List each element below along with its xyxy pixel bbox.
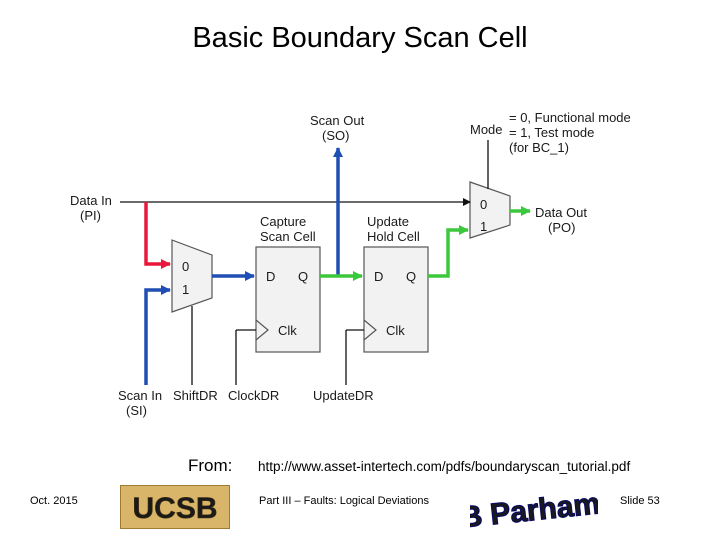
data-in-sublabel: (PI): [80, 208, 101, 223]
capture-flipflop: [255, 246, 321, 353]
update-flipflop: [363, 246, 429, 353]
updatedr-label: UpdateDR: [313, 388, 374, 403]
ucsb-logo: UCSB: [120, 485, 230, 529]
update-clk: Clk: [386, 323, 405, 338]
footer-date: Oct. 2015: [30, 495, 78, 507]
clockdr-label: ClockDR: [228, 388, 279, 403]
capture-q: Q: [298, 269, 308, 284]
scan-in-sublabel: (SI): [126, 403, 147, 418]
data-in-red-path: [144, 202, 171, 269]
scan-in-blue-path: [144, 285, 171, 385]
scan-out-label: Scan Out: [310, 113, 365, 128]
input-mux-1: 1: [182, 282, 189, 297]
svg-text:UCSB: UCSB: [132, 492, 217, 525]
output-mux: [469, 181, 511, 239]
input-mux-0: 0: [182, 259, 189, 274]
data-out-sublabel: (PO): [548, 220, 575, 235]
output-mux-1: 1: [480, 219, 487, 234]
mode-label: Mode: [470, 122, 503, 137]
control-wires: [120, 140, 489, 385]
source-url-link[interactable]: http://www.asset-intertech.com/pdfs/boun…: [258, 459, 631, 474]
data-out-label: Data Out: [535, 205, 587, 220]
update-cell-label: Update: [367, 214, 409, 229]
data-in-label: Data In: [70, 193, 112, 208]
source-label: From:: [188, 456, 233, 475]
footer-part-title: Part III – Faults: Logical Deviations: [259, 495, 429, 507]
mode-note-0: = 0, Functional mode: [509, 110, 631, 125]
capture-clock-triangle: [255, 319, 269, 341]
update-cell-sublabel: Hold Cell: [367, 229, 420, 244]
author-logo: B Parhami: [470, 486, 598, 532]
shiftdr-label: ShiftDR: [173, 388, 218, 403]
capture-cell-label: Capture: [260, 214, 306, 229]
mode-note-1: = 1, Test mode: [509, 125, 594, 140]
input-mux: [171, 239, 213, 313]
slide-title: Basic Boundary Scan Cell: [192, 22, 528, 54]
update-d: D: [374, 269, 383, 284]
scan-out-sublabel: (SO): [322, 128, 349, 143]
update-to-mux-green-path: [428, 225, 469, 278]
update-clock-triangle: [363, 319, 377, 341]
scan-in-label: Scan In: [118, 388, 162, 403]
footer-slide-number: Slide 53: [620, 495, 660, 507]
capture-clk: Clk: [278, 323, 297, 338]
capture-cell-sublabel: Scan Cell: [260, 229, 316, 244]
output-mux-0: 0: [480, 197, 487, 212]
mode-note-2: (for BC_1): [509, 140, 569, 155]
svg-text:B Parhami: B Parhami: [470, 486, 598, 532]
update-q: Q: [406, 269, 416, 284]
capture-d: D: [266, 269, 275, 284]
